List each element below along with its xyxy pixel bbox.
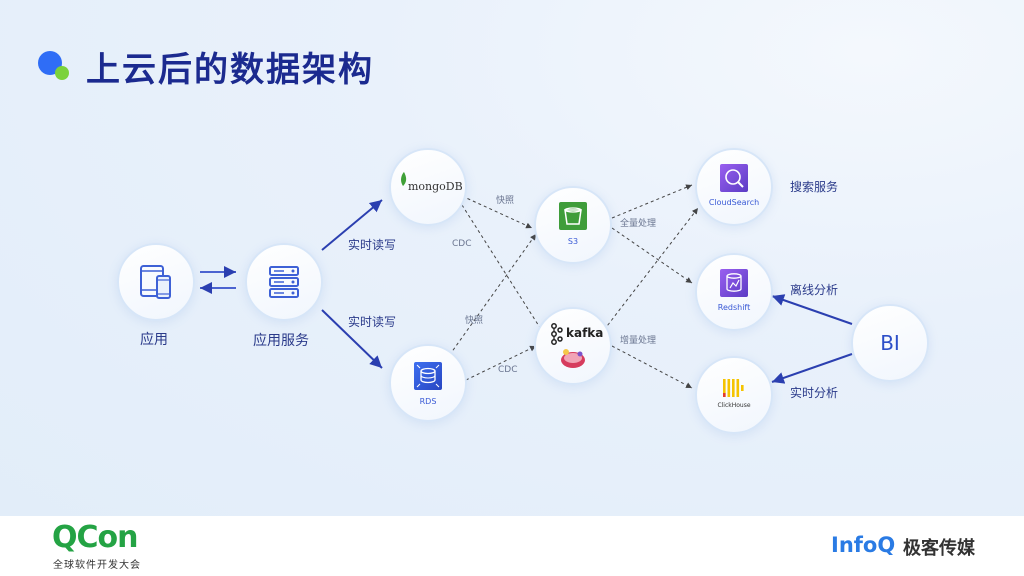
edge-mongodb-to-s3 (461, 195, 533, 229)
node-s3-label: S3 (567, 237, 579, 246)
node-cloudsearch[interactable]: CloudSearch (695, 148, 773, 226)
s3-bucket-icon (559, 202, 587, 230)
node-redshift-label: Redshift (717, 303, 751, 312)
edge-label-cdc-bottom: CDC (498, 365, 518, 375)
edge-bi-to-clickhouse (771, 353, 853, 384)
rds-database-icon (414, 362, 442, 390)
footer (0, 516, 1024, 576)
node-app-caption: 应用 (140, 332, 168, 348)
node-redshift[interactable]: Redshift (695, 253, 773, 331)
edge-label-incremental-processing: 增量处理 (620, 336, 657, 346)
kafka-logo-text: kafka (566, 326, 604, 340)
node-rds-label: RDS (419, 397, 437, 406)
node-cloudsearch-label: CloudSearch (708, 198, 760, 207)
infoq-logo: InfoQ (831, 533, 896, 557)
edge-kafka-to-cloudsearch (603, 207, 699, 331)
node-mongodb[interactable]: mongoDB (389, 148, 467, 226)
node-app-service[interactable] (245, 243, 323, 321)
kafka-icon (551, 323, 585, 368)
node-bi[interactable]: BI (851, 304, 929, 382)
service-label-search: 搜索服务 (790, 180, 839, 194)
edge-label-snapshot-bottom: 快照 (465, 316, 484, 326)
page-title: 上云后的数据架构 (86, 50, 374, 90)
edge-s3-to-cloudsearch (611, 184, 693, 219)
mobile-tablet-icon (140, 265, 171, 299)
infoq-cn-logo: 极客传媒 (903, 538, 975, 559)
node-clickhouse-label: ClickHouse (717, 402, 751, 409)
server-rack-icon (269, 266, 299, 298)
mongodb-logo-text: mongoDB (408, 180, 463, 193)
mongodb-leaf-icon (401, 172, 407, 186)
edge-label-full-processing: 全量处理 (620, 219, 657, 229)
slide-canvas: 上云后的数据架构 (0, 0, 1024, 516)
title-bullet-green (55, 66, 69, 80)
edge-label-rw-bottom: 实时读写 (348, 315, 397, 329)
node-clickhouse[interactable]: ClickHouse (695, 356, 773, 434)
node-kafka[interactable]: kafka (534, 307, 612, 385)
edge-label-rw-top: 实时读写 (348, 238, 397, 252)
node-s3[interactable]: S3 (534, 186, 612, 264)
node-app[interactable] (117, 243, 195, 321)
edge-rds-to-kafka (465, 345, 537, 381)
qcon-subtitle: 全球软件开发大会 (53, 560, 141, 571)
node-rds[interactable]: RDS (389, 344, 467, 422)
edge-service-to-mongodb (321, 199, 383, 251)
cloudsearch-magnifier-icon (720, 164, 748, 192)
edge-label-snapshot-top: 快照 (496, 196, 515, 206)
edge-s3-to-redshift (611, 227, 693, 284)
edge-label-cdc-top: CDC (452, 239, 472, 249)
diagram-edges (200, 184, 853, 389)
edge-mongodb-to-kafka (461, 204, 545, 335)
node-app-service-caption: 应用服务 (253, 333, 309, 349)
edge-bi-to-redshift (771, 294, 853, 325)
service-label-offline: 离线分析 (790, 283, 839, 297)
node-bi-label: BI (880, 331, 900, 355)
service-label-realtime: 实时分析 (790, 386, 839, 400)
redshift-icon (720, 269, 748, 297)
edge-rds-to-s3 (445, 233, 537, 361)
edge-service-to-rds (321, 309, 383, 369)
qcon-logo: QCon (52, 520, 138, 555)
edge-kafka-to-clickhouse (611, 345, 693, 389)
clickhouse-bars-icon (723, 379, 744, 397)
